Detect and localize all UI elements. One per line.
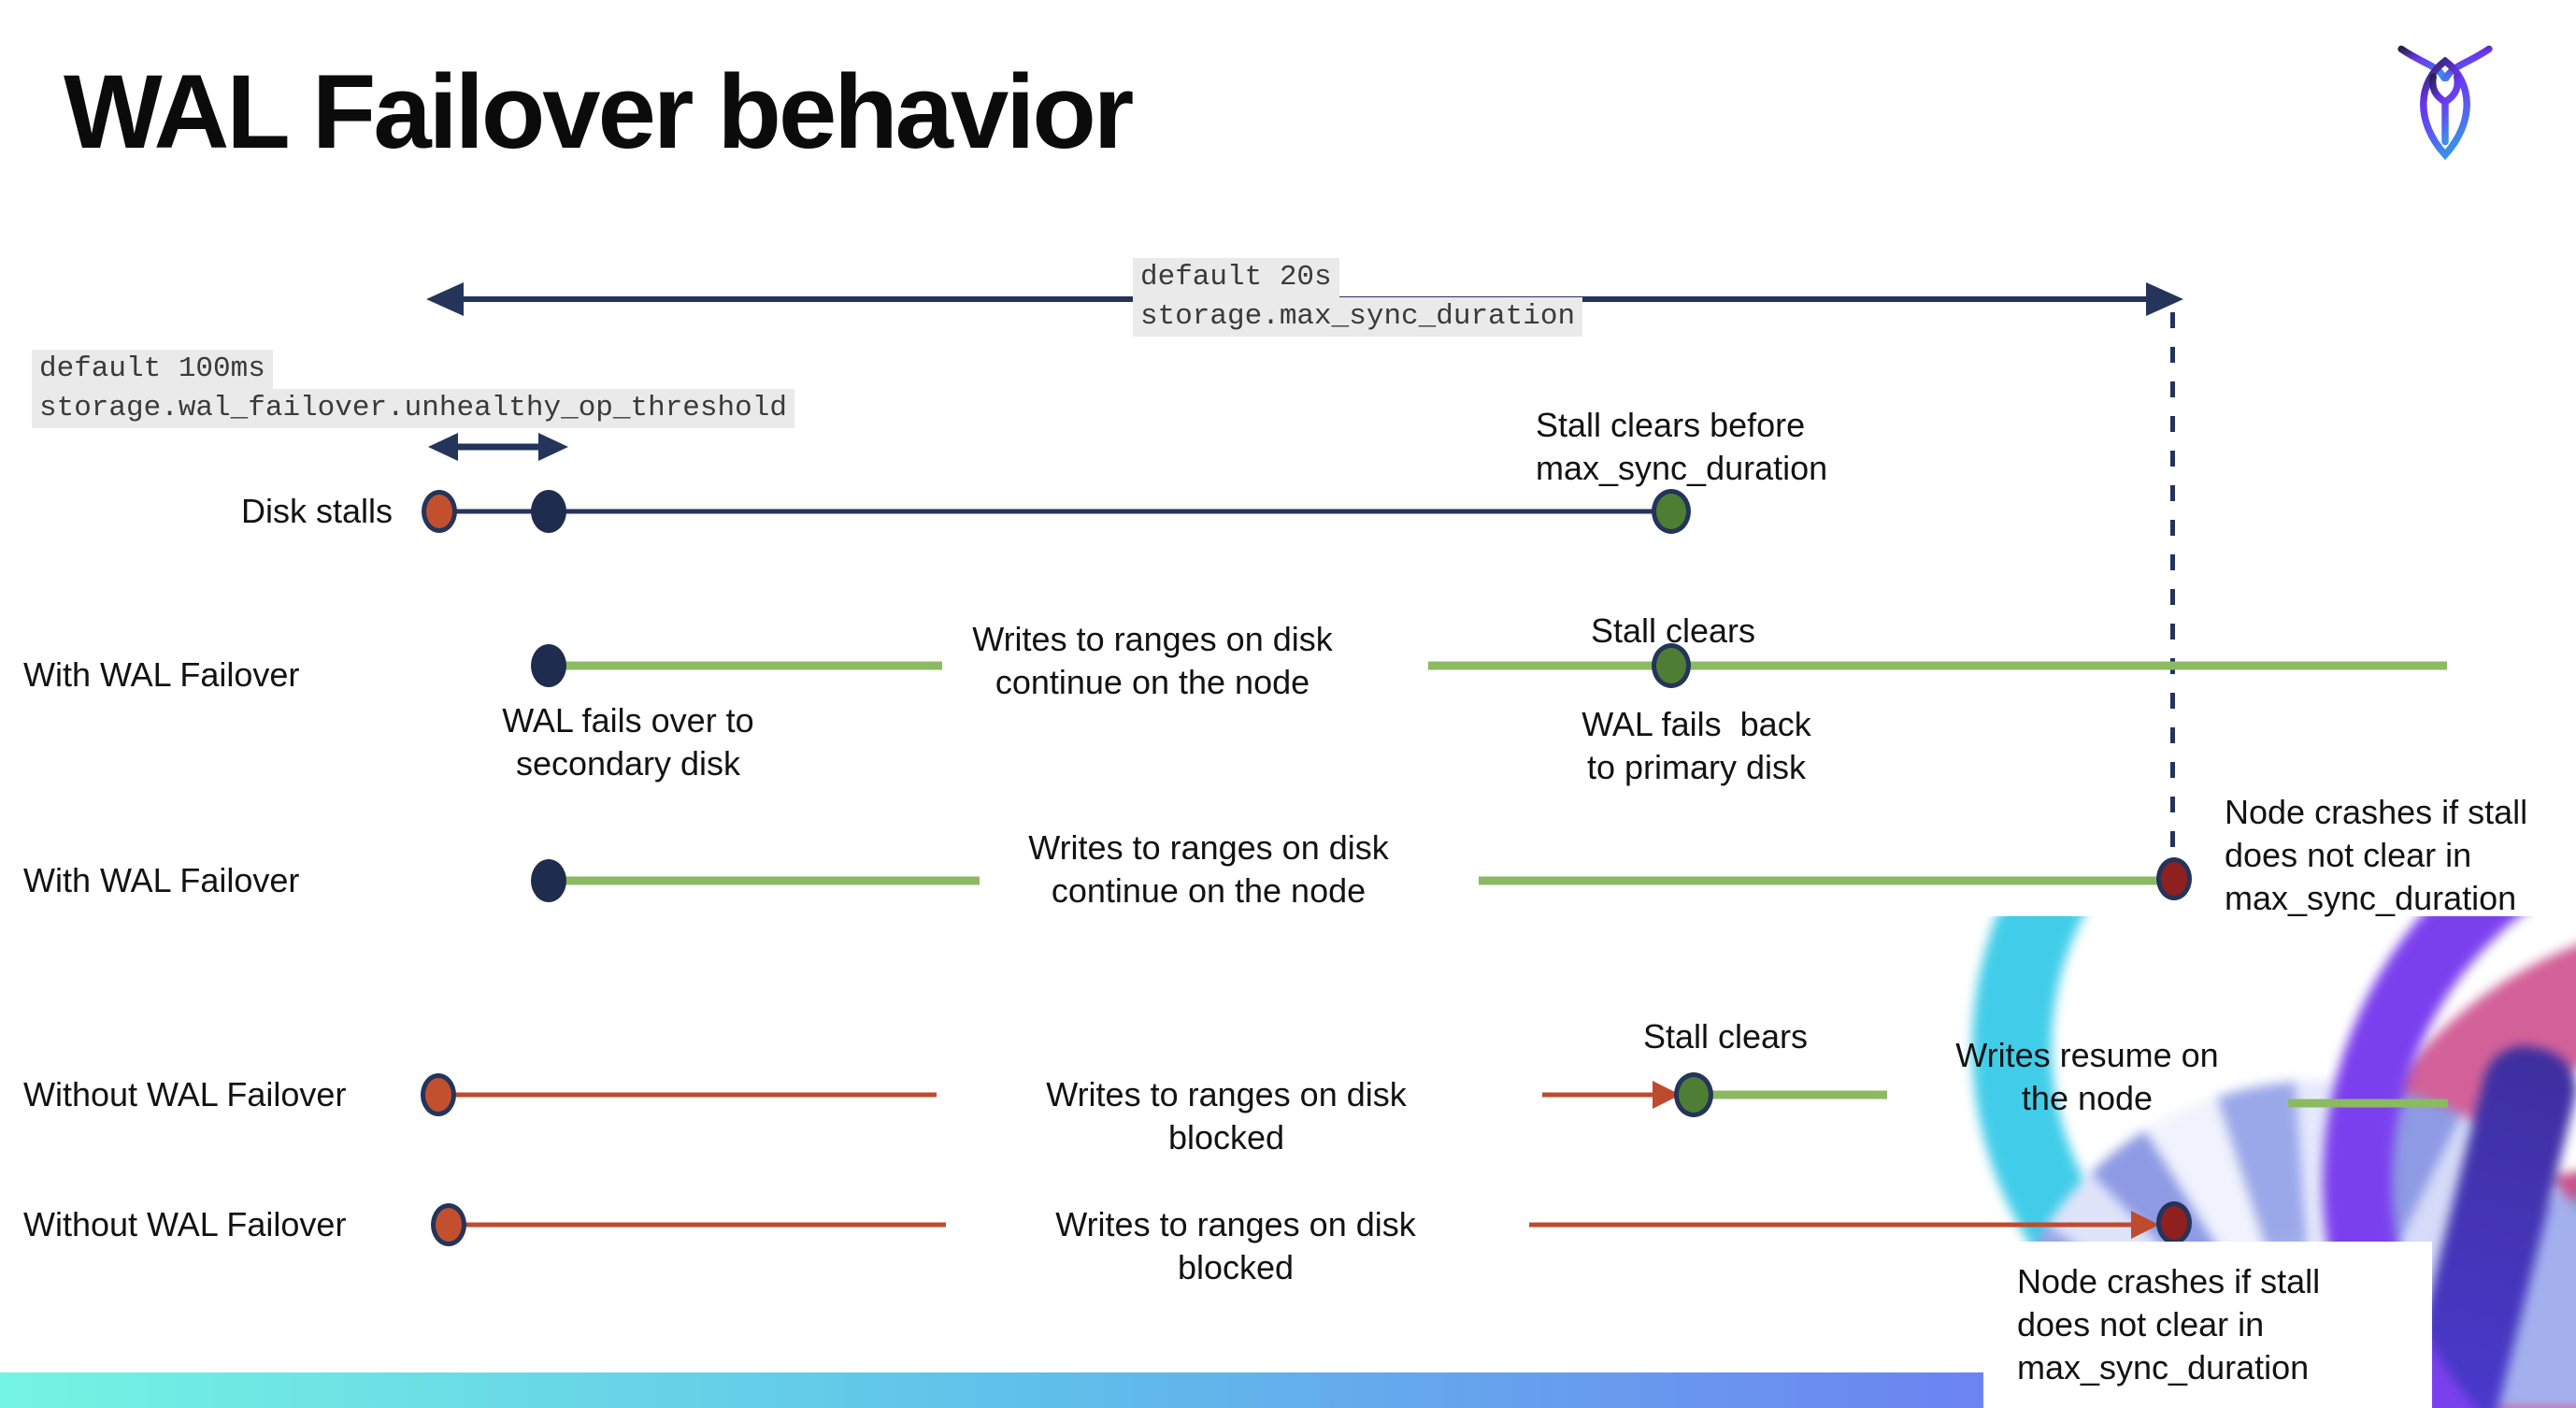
threshold-dot bbox=[531, 490, 566, 533]
stall-start-dot bbox=[431, 1203, 466, 1246]
stall-clear-dot bbox=[1652, 489, 1691, 534]
writes-blocked-note: Writes to ranges on disk blocked bbox=[1046, 1075, 1425, 1157]
stall-clears-label: Stall clears bbox=[1642, 1017, 1809, 1056]
without-failover-green-1b bbox=[2288, 1099, 2448, 1108]
stall-clears-before-note: Stall clears before max_sync_duration bbox=[1536, 406, 1828, 487]
arrow-right-icon bbox=[2146, 282, 2183, 316]
row-label-without-wal-failover-2: Without WAL Failover bbox=[23, 1205, 347, 1243]
max-sync-deadline-line bbox=[2170, 312, 2175, 856]
stall-start-dot bbox=[421, 1073, 456, 1116]
threshold-arrow-line bbox=[441, 443, 555, 451]
red-arrow-icon bbox=[2131, 1211, 2159, 1239]
stall-clears-label: Stall clears bbox=[1590, 611, 1756, 650]
without-failover-line-2b bbox=[1529, 1222, 2146, 1228]
row-label-without-wal-failover-1: Without WAL Failover bbox=[23, 1075, 347, 1113]
row-label-with-wal-failover-1: With WAL Failover bbox=[23, 655, 300, 694]
max-sync-default-badge: default 20s bbox=[1133, 258, 1339, 297]
logo-inner-y bbox=[2428, 73, 2462, 146]
failover-note: WAL fails over to secondary disk bbox=[502, 701, 754, 783]
node-crash-dot bbox=[2156, 1201, 2192, 1244]
threshold-default-badge: default 100ms bbox=[32, 350, 273, 389]
with-failover-line-2b bbox=[1479, 876, 2163, 885]
writes-blocked-note: Writes to ranges on disk blocked bbox=[1055, 1205, 1435, 1286]
without-failover-line-1b bbox=[1542, 1092, 1669, 1098]
writes-continue-note: Writes to ranges on disk continue on the… bbox=[972, 620, 1333, 701]
node-crash-dot bbox=[2156, 857, 2192, 900]
with-failover-line-1a bbox=[563, 661, 942, 670]
logo-antenna-right bbox=[2442, 45, 2493, 82]
threshold-arrow-right-icon bbox=[538, 433, 568, 461]
with-failover-line-2a bbox=[563, 876, 980, 885]
threshold-arrow-left-icon bbox=[428, 433, 458, 461]
stall-clear-dot bbox=[1652, 643, 1691, 688]
failback-note: WAL fails back to primary disk bbox=[1581, 705, 1811, 786]
failover-dot bbox=[531, 644, 566, 687]
threshold-setting-badge: storage.wal_failover.unhealthy_op_thresh… bbox=[32, 389, 794, 428]
row-label-with-wal-failover-2: With WAL Failover bbox=[23, 861, 300, 899]
without-failover-green-1a bbox=[1712, 1090, 1887, 1099]
node-crash-note: Node crashes if stall does not clear in … bbox=[2017, 1262, 2321, 1386]
max-sync-setting-badge: storage.max_sync_duration bbox=[1133, 297, 1583, 337]
node-crash-note: Node crashes if stall does not clear in … bbox=[2225, 793, 2528, 917]
logo-body bbox=[2420, 56, 2470, 161]
stall-start-dot bbox=[422, 490, 457, 533]
cockroachdb-logo bbox=[2397, 45, 2493, 161]
disk-stalls-line bbox=[439, 509, 1671, 514]
logo-antenna-left bbox=[2397, 45, 2448, 82]
row-label-disk-stalls: Disk stalls bbox=[240, 492, 393, 530]
stall-clear-dot bbox=[1674, 1072, 1713, 1117]
writes-resume-note: Writes resume on the node bbox=[1955, 1036, 2219, 1117]
page-title: WAL Failover behavior bbox=[64, 53, 1134, 170]
crash-note-card: Node crashes if stall does not clear in … bbox=[1983, 1242, 2432, 1408]
writes-continue-note: Writes to ranges on disk continue on the… bbox=[1028, 828, 1389, 910]
with-failover-line-1b bbox=[1428, 661, 2447, 670]
without-failover-line-2a bbox=[465, 1222, 946, 1228]
without-failover-line-1a bbox=[454, 1092, 937, 1098]
arrow-left-icon bbox=[426, 282, 464, 316]
failover-dot bbox=[531, 859, 566, 902]
